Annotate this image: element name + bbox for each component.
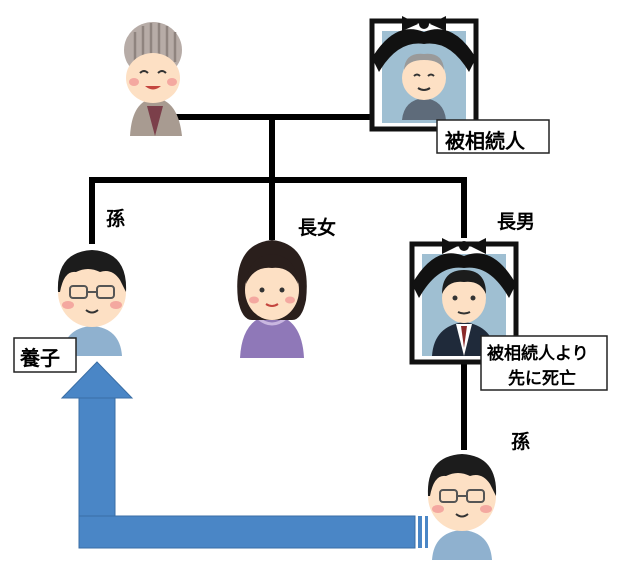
relation-label-eldest-daughter: 長女	[298, 217, 337, 239]
relation-label-adopted-grandson: 孫	[106, 208, 126, 230]
adopted-grandson-illustration	[57, 250, 127, 356]
eldest-son-note-line1: 被相続人より	[487, 344, 589, 364]
eldest-son-note-line2: 先に死亡	[508, 369, 576, 389]
eldest-son-note-box	[480, 335, 608, 391]
grandson-of-son-illustration	[427, 454, 497, 560]
family-tree-lines	[89, 114, 467, 450]
deceased-label-box	[436, 119, 550, 154]
adopted-status-label: 養子	[20, 346, 60, 370]
deceased-portrait	[369, 16, 479, 132]
relation-label-eldest-son: 長男	[497, 211, 536, 233]
grandmother-illustration	[124, 22, 182, 136]
adopted-status-box	[13, 337, 77, 373]
deceased-label: 被相続人	[445, 129, 525, 153]
eldest-daughter-illustration	[237, 240, 307, 358]
relation-label-grandson-of-son: 孫	[511, 431, 531, 453]
adoption-arrow	[60, 361, 428, 549]
